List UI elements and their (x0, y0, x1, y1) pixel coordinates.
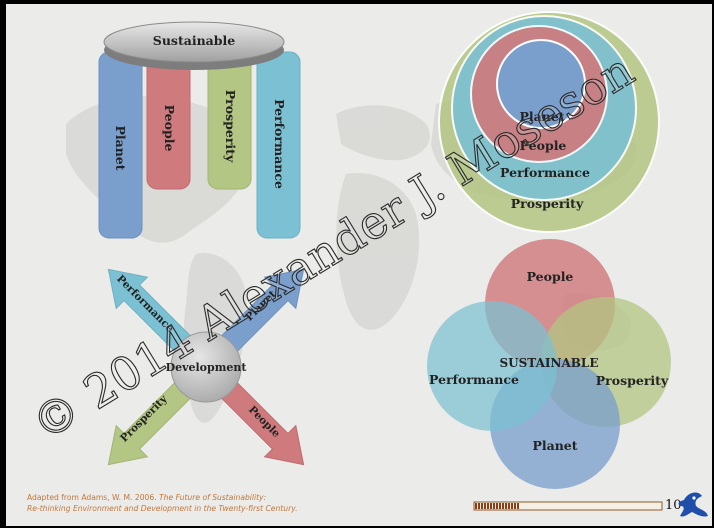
page-number: 10 (665, 498, 682, 513)
progress-segment (475, 503, 477, 509)
pillar-label-performance: Performance (272, 99, 287, 189)
pillars-diagram: Sustainable Planet People Prosperity Per… (98, 21, 301, 239)
development-label: Development (166, 361, 248, 374)
progress-segment (508, 503, 510, 509)
venn-label-people: People (527, 269, 574, 284)
progress-fill (475, 503, 519, 509)
progress-segment (487, 503, 489, 509)
venn-diagram: People SUSTAINABLE Performance Prosperit… (427, 239, 671, 489)
progress-segment (517, 503, 519, 509)
progress-segment (505, 503, 507, 509)
progress-segment (481, 503, 483, 509)
progress-segment (499, 503, 501, 509)
pillar-label-people: People (162, 105, 177, 152)
progress-segment (511, 503, 513, 509)
progress-segment (478, 503, 480, 509)
ring-planet (496, 39, 586, 129)
progress-track (473, 501, 663, 511)
progress-segment (502, 503, 504, 509)
ring-label-prosperity: Prosperity (511, 196, 584, 211)
ring-label-people: People (520, 138, 567, 153)
venn-label-performance: Performance (429, 372, 519, 387)
development-circle (170, 331, 242, 403)
pillars-roof (103, 21, 285, 63)
progress-segment (484, 503, 486, 509)
pillar-label-prosperity: Prosperity (223, 90, 238, 163)
venn-label-sustainable: SUSTAINABLE (500, 356, 599, 370)
venn-label-prosperity: Prosperity (596, 373, 669, 388)
citation-line-2: Re-thinking Environment and Development … (27, 504, 298, 513)
progress-segment (496, 503, 498, 509)
pillars-roof-label: Sustainable (153, 33, 235, 48)
citation-line-1: Adapted from Adams, W. M. 2006. The Futu… (27, 493, 267, 502)
progress-segment (493, 503, 495, 509)
nested-circles-diagram: Planet People Performance Prosperity (438, 11, 660, 233)
venn-label-planet: Planet (532, 438, 577, 453)
pillar-label-planet: Planet (113, 125, 128, 170)
citation-footer: Adapted from Adams, W. M. 2006. The Futu… (27, 492, 298, 514)
ring-label-performance: Performance (500, 165, 590, 180)
arrows-diagram: Development Performance Planet Prosperit… (107, 268, 305, 466)
progress-segment (490, 503, 492, 509)
venn-circle-performance (427, 301, 557, 431)
progress-bar (473, 501, 663, 511)
progress-segment (514, 503, 516, 509)
ring-label-planet: Planet (519, 109, 564, 124)
slide: Sustainable Planet People Prosperity Per… (6, 4, 712, 526)
